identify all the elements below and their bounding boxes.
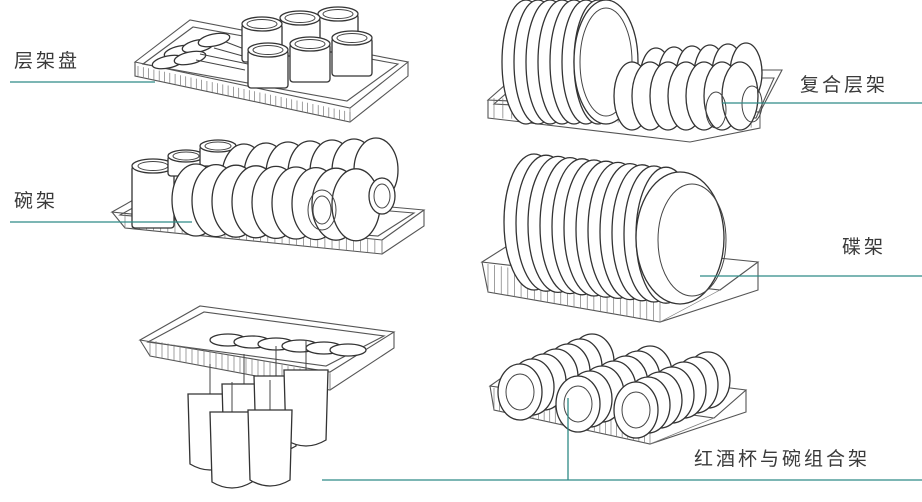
combo-rack-label: 复合层架 xyxy=(800,74,889,96)
bowl-combo-rack-illustration xyxy=(488,333,748,445)
combo-rack-illustration xyxy=(486,0,783,143)
bowl-rack-label: 碗架 xyxy=(14,190,59,212)
wine-bowl-rack-leader-line xyxy=(322,398,922,481)
tray-illustration xyxy=(133,6,410,123)
plate-rack-illustration xyxy=(480,153,760,323)
wine-glass-rack-illustration xyxy=(138,305,396,489)
bowl-rack-illustration xyxy=(110,137,426,255)
plate-rack-label: 碟架 xyxy=(842,236,887,258)
wine-bowl-rack-label: 红酒杯与碗组合架 xyxy=(694,448,871,470)
tray-label: 层架盘 xyxy=(14,50,81,72)
